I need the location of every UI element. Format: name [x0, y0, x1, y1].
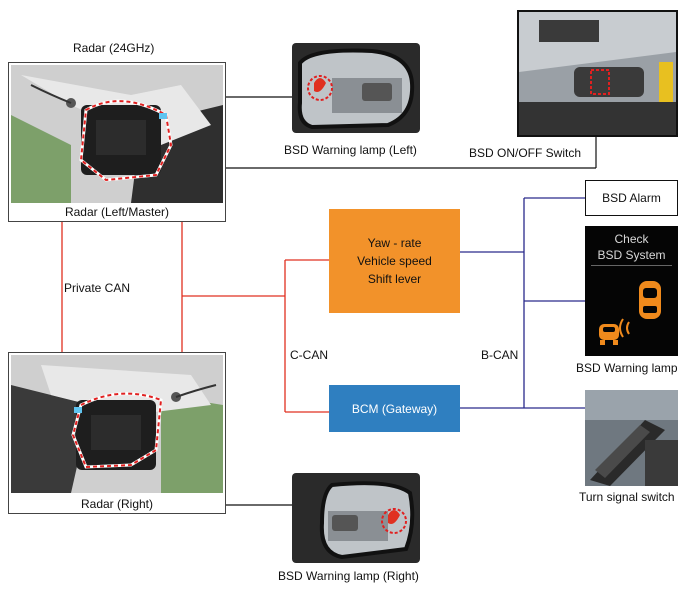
bsd-alarm-label: BSD Alarm — [602, 191, 661, 205]
b-can-label: B-CAN — [481, 348, 519, 362]
b-can-lines — [460, 197, 585, 409]
radar-left-top-label: Radar (24GHz) — [73, 41, 155, 55]
turn-signal-label: Turn signal switch — [579, 490, 675, 504]
private-can-lines — [61, 222, 329, 413]
bcm-gateway-box: BCM (Gateway) — [329, 385, 460, 432]
cluster-car-icon — [599, 281, 661, 345]
mirror-left-illustration — [292, 43, 420, 133]
radar-right-photo — [11, 355, 223, 493]
cluster-divider — [591, 265, 672, 266]
sensor-line-shift-lever: Shift lever — [367, 272, 422, 286]
warning-lamp-right-photo — [292, 473, 420, 563]
bsd-switch-photo — [517, 10, 678, 137]
bcm-label: BCM (Gateway) — [351, 401, 438, 416]
radar-right-frame: Radar (Right) — [8, 352, 226, 514]
switch-panel-illustration — [519, 12, 676, 135]
radar-left-photo — [11, 65, 223, 203]
cluster-label: BSD Warning lamp — [576, 361, 678, 375]
sensor-inputs-box: Yaw - rate Vehicle speed Shift lever — [329, 209, 460, 313]
cluster-line2: BSD System — [597, 248, 666, 262]
sensor-line-yaw-rate: Yaw - rate — [367, 236, 422, 250]
radar-left-illustration — [11, 65, 223, 203]
cluster-line1: Check — [614, 232, 649, 246]
warning-lamp-left-label: BSD Warning lamp (Left) — [284, 143, 417, 157]
turn-signal-illustration — [585, 390, 678, 486]
radar-left-frame: Radar (Left/Master) — [8, 62, 226, 222]
private-can-label: Private CAN — [64, 281, 131, 295]
radar-left-bottom-label: Radar (Left/Master) — [64, 205, 170, 219]
sensor-line-vehicle-speed: Vehicle speed — [357, 254, 432, 268]
radar-right-bottom-label: Radar (Right) — [80, 497, 154, 511]
bsd-alarm-box: BSD Alarm — [585, 180, 678, 216]
warning-lamp-right-label: BSD Warning lamp (Right) — [278, 569, 419, 583]
mirror-right-illustration — [292, 473, 420, 563]
warning-lamp-left-photo — [292, 43, 420, 133]
c-can-label: C-CAN — [290, 348, 328, 362]
bsd-switch-label: BSD ON/OFF Switch — [469, 146, 582, 160]
turn-signal-photo — [585, 390, 678, 486]
cluster-display: Check BSD System — [585, 226, 678, 356]
radar-right-illustration — [11, 355, 223, 493]
